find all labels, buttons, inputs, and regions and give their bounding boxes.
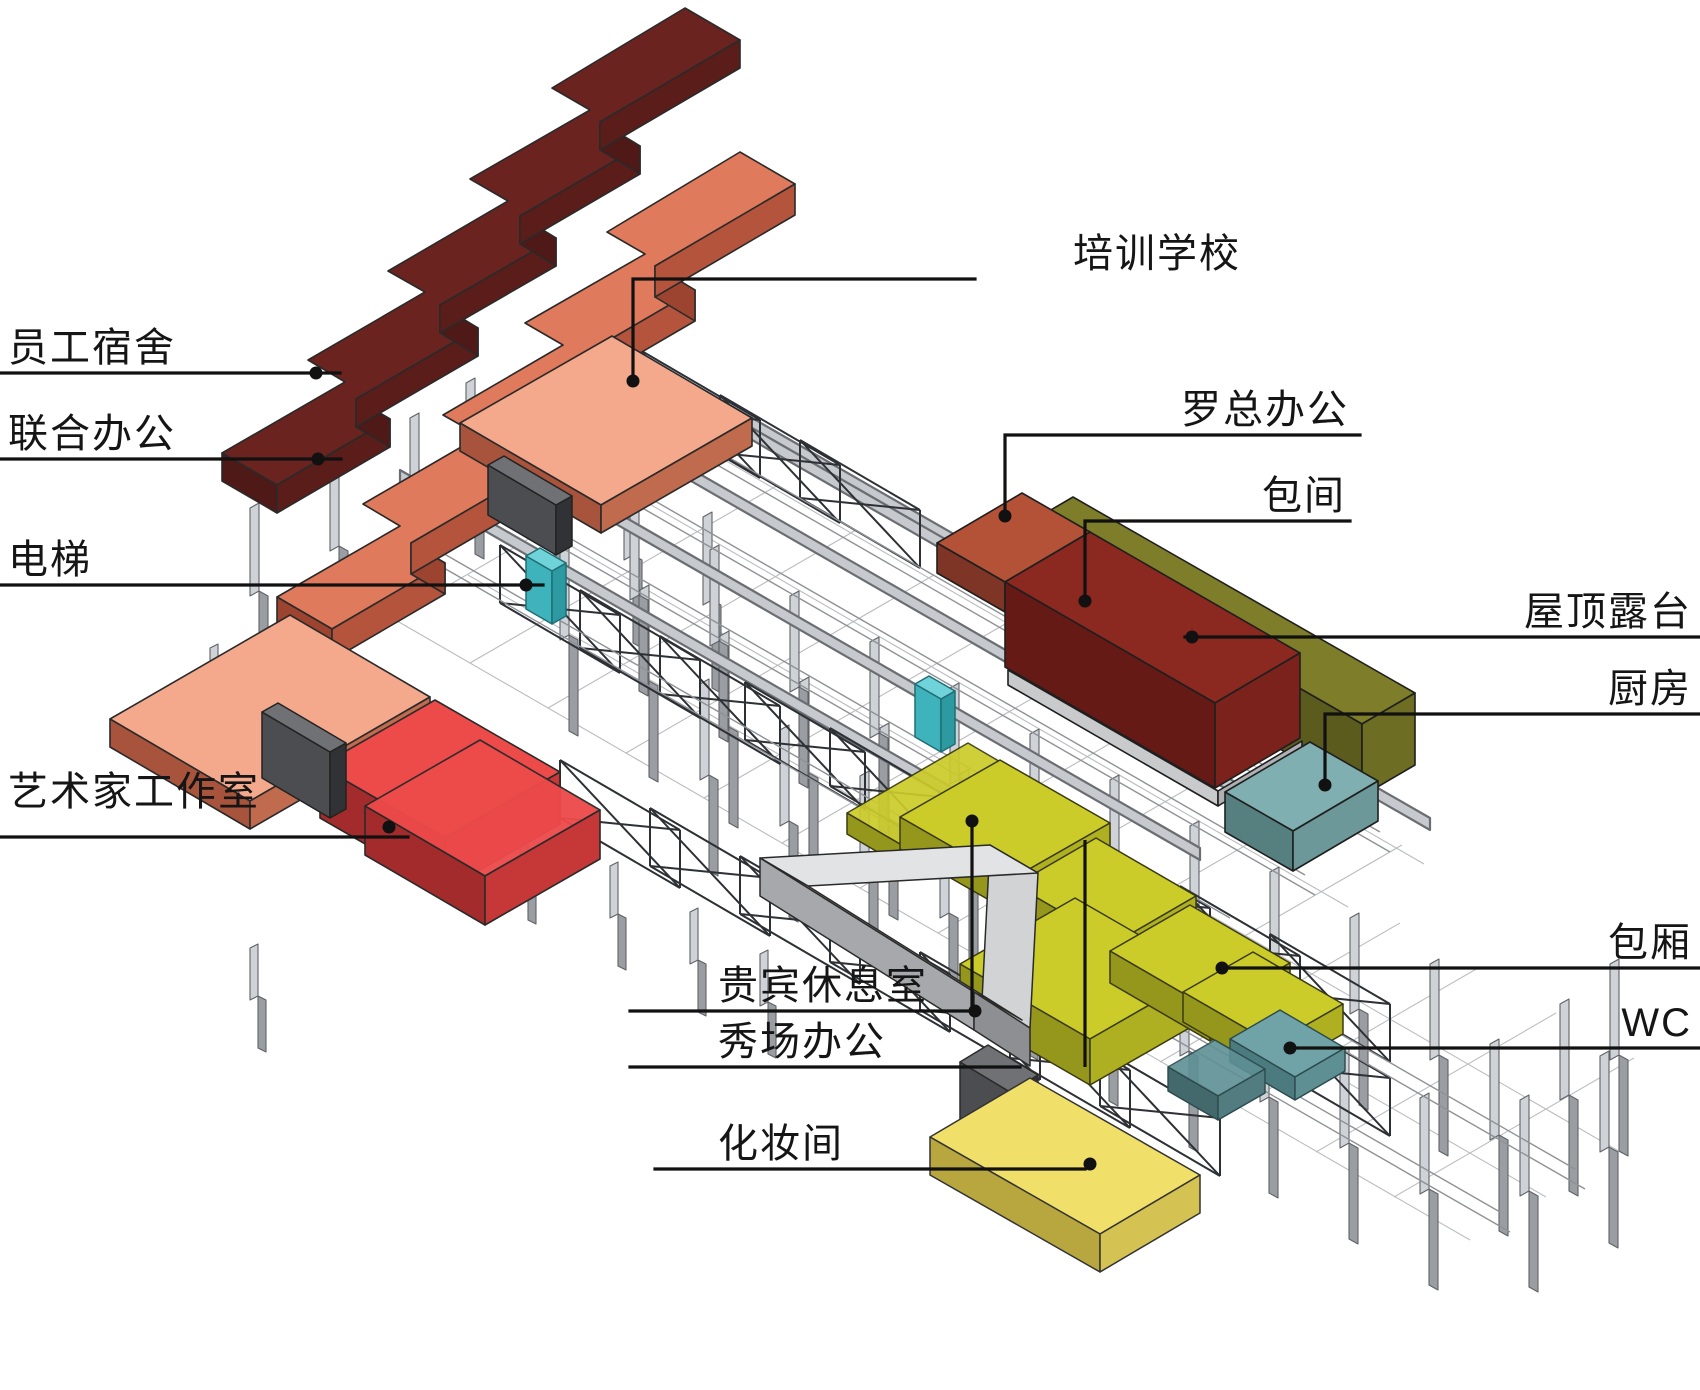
mass-staff-dormitory xyxy=(221,7,741,514)
label-artist-studio: 艺术家工作室 xyxy=(8,770,260,814)
leader-dots xyxy=(309,366,1332,1171)
leader-lines xyxy=(0,277,1700,1171)
elevator-shaft-teal xyxy=(525,547,956,753)
label-kitchen: 厨房 xyxy=(1608,667,1692,711)
label-co-working: 联合办公 xyxy=(8,412,176,456)
core-dark-gray-left xyxy=(261,455,573,819)
label-luo-office: 罗总办公 xyxy=(1181,388,1349,432)
mass-dressing-room xyxy=(929,1077,1201,1273)
label-show-office: 秀场办公 xyxy=(718,1020,886,1064)
label-staff-dormitory: 员工宿舍 xyxy=(8,326,176,370)
label-dressing-room: 化妆间 xyxy=(718,1122,844,1166)
leader-verticals xyxy=(970,821,1087,1067)
mass-right-bar xyxy=(936,492,1416,872)
label-roof-terrace: 屋顶露台 xyxy=(1524,590,1692,634)
label-vip-lounge: 贵宾休息室 xyxy=(718,964,928,1008)
label-training-school: 培训学校 xyxy=(1073,232,1241,276)
label-box-room: 包厢 xyxy=(1608,921,1692,965)
label-wc: WC xyxy=(1621,1001,1692,1045)
label-private-room: 包间 xyxy=(1262,474,1346,518)
label-elevator: 电梯 xyxy=(8,538,92,582)
